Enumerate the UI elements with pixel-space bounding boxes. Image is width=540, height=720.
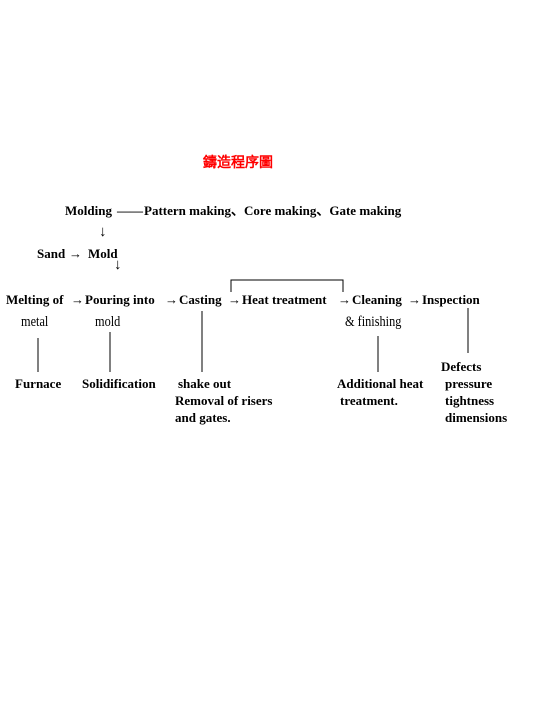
casting-label: Casting: [179, 292, 222, 307]
arrow-right-5: →: [408, 292, 421, 307]
arrow-right-2: →: [165, 292, 178, 307]
additional-line-1: Additional heat: [337, 376, 424, 391]
shakeout-line-3: and gates.: [175, 410, 231, 425]
furnace-label: Furnace: [15, 376, 62, 391]
finishing-label: & finishing: [345, 314, 402, 330]
shakeout-line-1: shake out: [178, 376, 232, 391]
arrow-down-molding: ↓: [99, 224, 107, 240]
inspection-detail-2: pressure: [445, 376, 493, 391]
inspection-detail-1: Defects: [441, 359, 482, 374]
sand-label: Sand: [37, 246, 66, 261]
mold-sub-label: mold: [95, 314, 121, 330]
additional-line-2: treatment.: [340, 393, 398, 408]
solidification-label: Solidification: [82, 376, 156, 391]
mold-label: Mold: [88, 246, 118, 261]
arrow-down-mold: ↓: [114, 257, 122, 273]
arrow-right-4: →: [338, 292, 351, 307]
melting-label: Melting of: [6, 292, 64, 307]
inspection-detail-3: tightness: [445, 393, 495, 408]
diagram-title: 鑄造程序圖: [203, 155, 273, 171]
inspection-detail-4: dimensions: [445, 410, 508, 425]
molding-dash: ——: [117, 203, 143, 218]
pouring-label: Pouring into: [85, 292, 155, 307]
bypass-bracket: [230, 279, 344, 292]
shakeout-line-2: Removal of risers: [175, 393, 273, 408]
metal-label: metal: [21, 314, 49, 330]
cleaning-label: Cleaning: [352, 292, 402, 307]
arrow-right-1: →: [71, 292, 84, 307]
arrow-right-sand: →: [69, 246, 82, 261]
heat-treatment-label: Heat treatment: [242, 292, 327, 307]
arrow-right-3: →: [228, 292, 241, 307]
molding-label: Molding: [65, 203, 112, 218]
pattern-making-label: Pattern making、Core making、Gate making: [144, 203, 402, 218]
inspection-label: Inspection: [422, 292, 480, 307]
